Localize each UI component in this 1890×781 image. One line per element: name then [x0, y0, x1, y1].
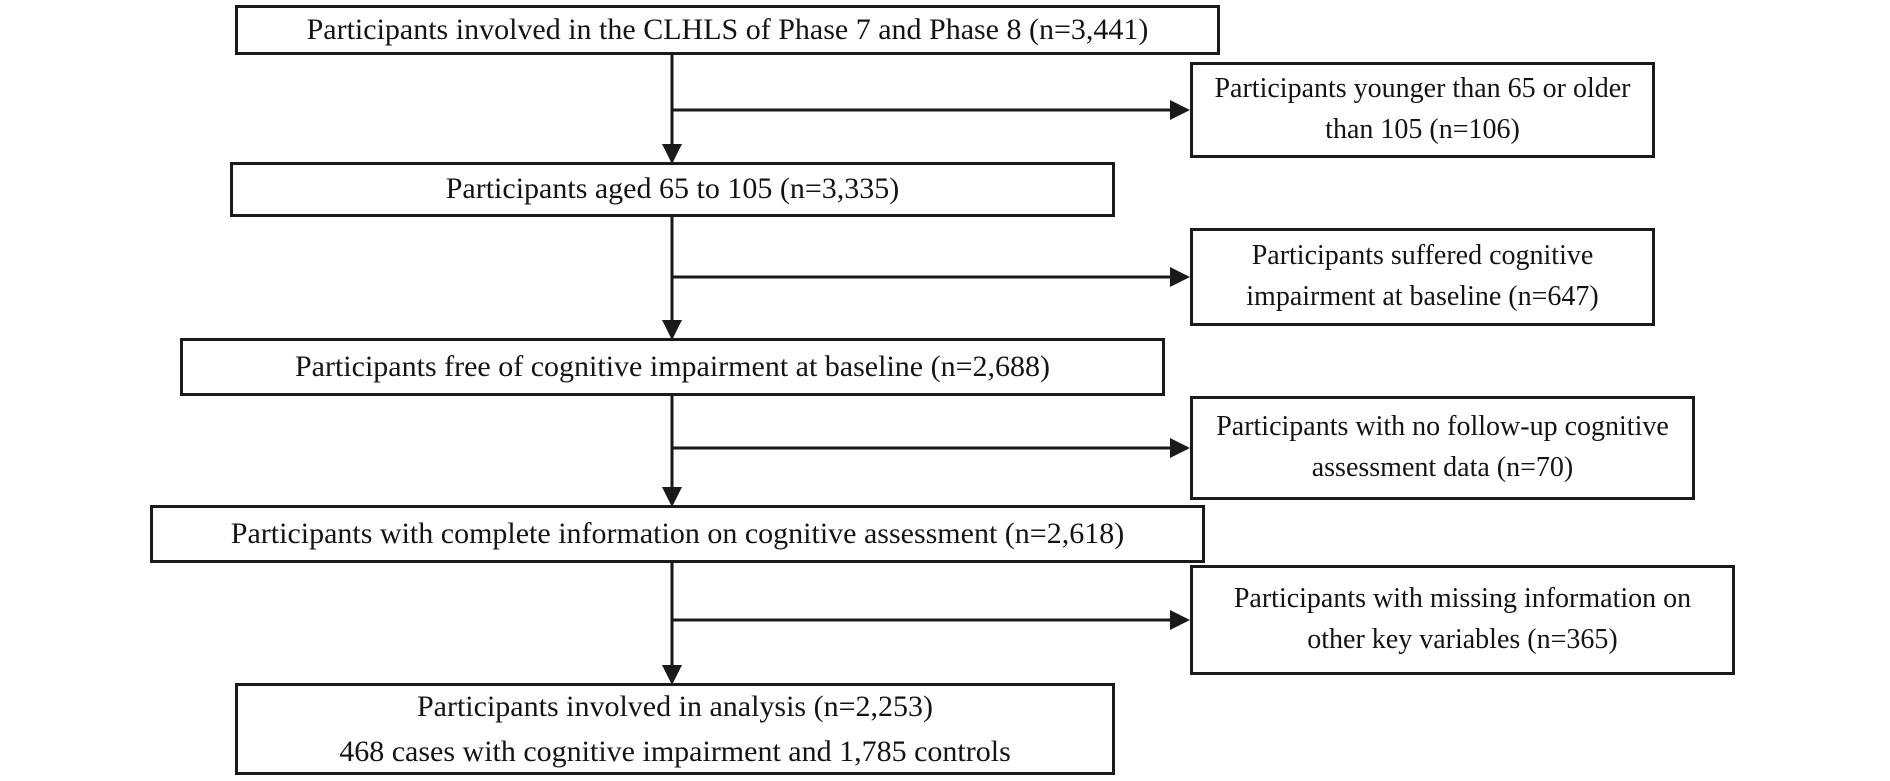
exclusion-box-baseline-impairment-label: Participants suffered cognitive impairme… — [1246, 240, 1599, 312]
flow-box-free-of-impairment: Participants free of cognitive impairmen… — [180, 338, 1165, 396]
exclusion-box-missing-variables-label: Participants with missing information on… — [1233, 583, 1692, 655]
flow-box-age-eligible: Participants aged 65 to 105 (n=3,335) — [230, 162, 1115, 217]
exclusion-box-no-followup-data-label: Participants with no follow-up cognitive… — [1216, 411, 1669, 483]
arrow-exclude-2 — [672, 267, 1190, 287]
arrow-down-3 — [662, 396, 682, 507]
flow-box-analysis-sample-line1: Participants involved in analysis (n=2,2… — [416, 690, 933, 723]
exclusion-box-no-followup-data: Participants with no follow-up cognitive… — [1190, 396, 1695, 500]
flow-box-initial-cohort: Participants involved in the CLHLS of Ph… — [235, 5, 1220, 55]
flow-box-free-of-impairment-label: Participants free of cognitive impairmen… — [294, 349, 1050, 383]
arrow-down-2 — [662, 217, 682, 340]
flow-box-analysis-sample-line2: 468 cases with cognitive impairment and … — [339, 735, 1011, 768]
arrow-exclude-1 — [672, 100, 1190, 120]
arrow-down-1 — [662, 55, 682, 164]
exclusion-box-baseline-impairment: Participants suffered cognitive impairme… — [1190, 228, 1655, 326]
flow-box-analysis-sample: Participants involved in analysis (n=2,2… — [235, 683, 1115, 775]
flow-box-initial-cohort-label: Participants involved in the CLHLS of Ph… — [306, 12, 1149, 46]
flow-box-age-eligible-label: Participants aged 65 to 105 (n=3,335) — [445, 172, 900, 206]
exclusion-box-missing-variables: Participants with missing information on… — [1190, 565, 1735, 675]
exclusion-box-age-out-of-range-label: Participants younger than 65 or older th… — [1214, 73, 1631, 145]
flow-box-complete-cognitive-info: Participants with complete information o… — [150, 505, 1205, 563]
flow-box-complete-cognitive-info-label: Participants with complete information o… — [230, 516, 1125, 550]
arrow-exclude-3 — [672, 438, 1190, 458]
exclusion-box-age-out-of-range: Participants younger than 65 or older th… — [1190, 62, 1655, 158]
arrow-down-4 — [662, 563, 682, 685]
arrow-exclude-4 — [672, 610, 1190, 630]
